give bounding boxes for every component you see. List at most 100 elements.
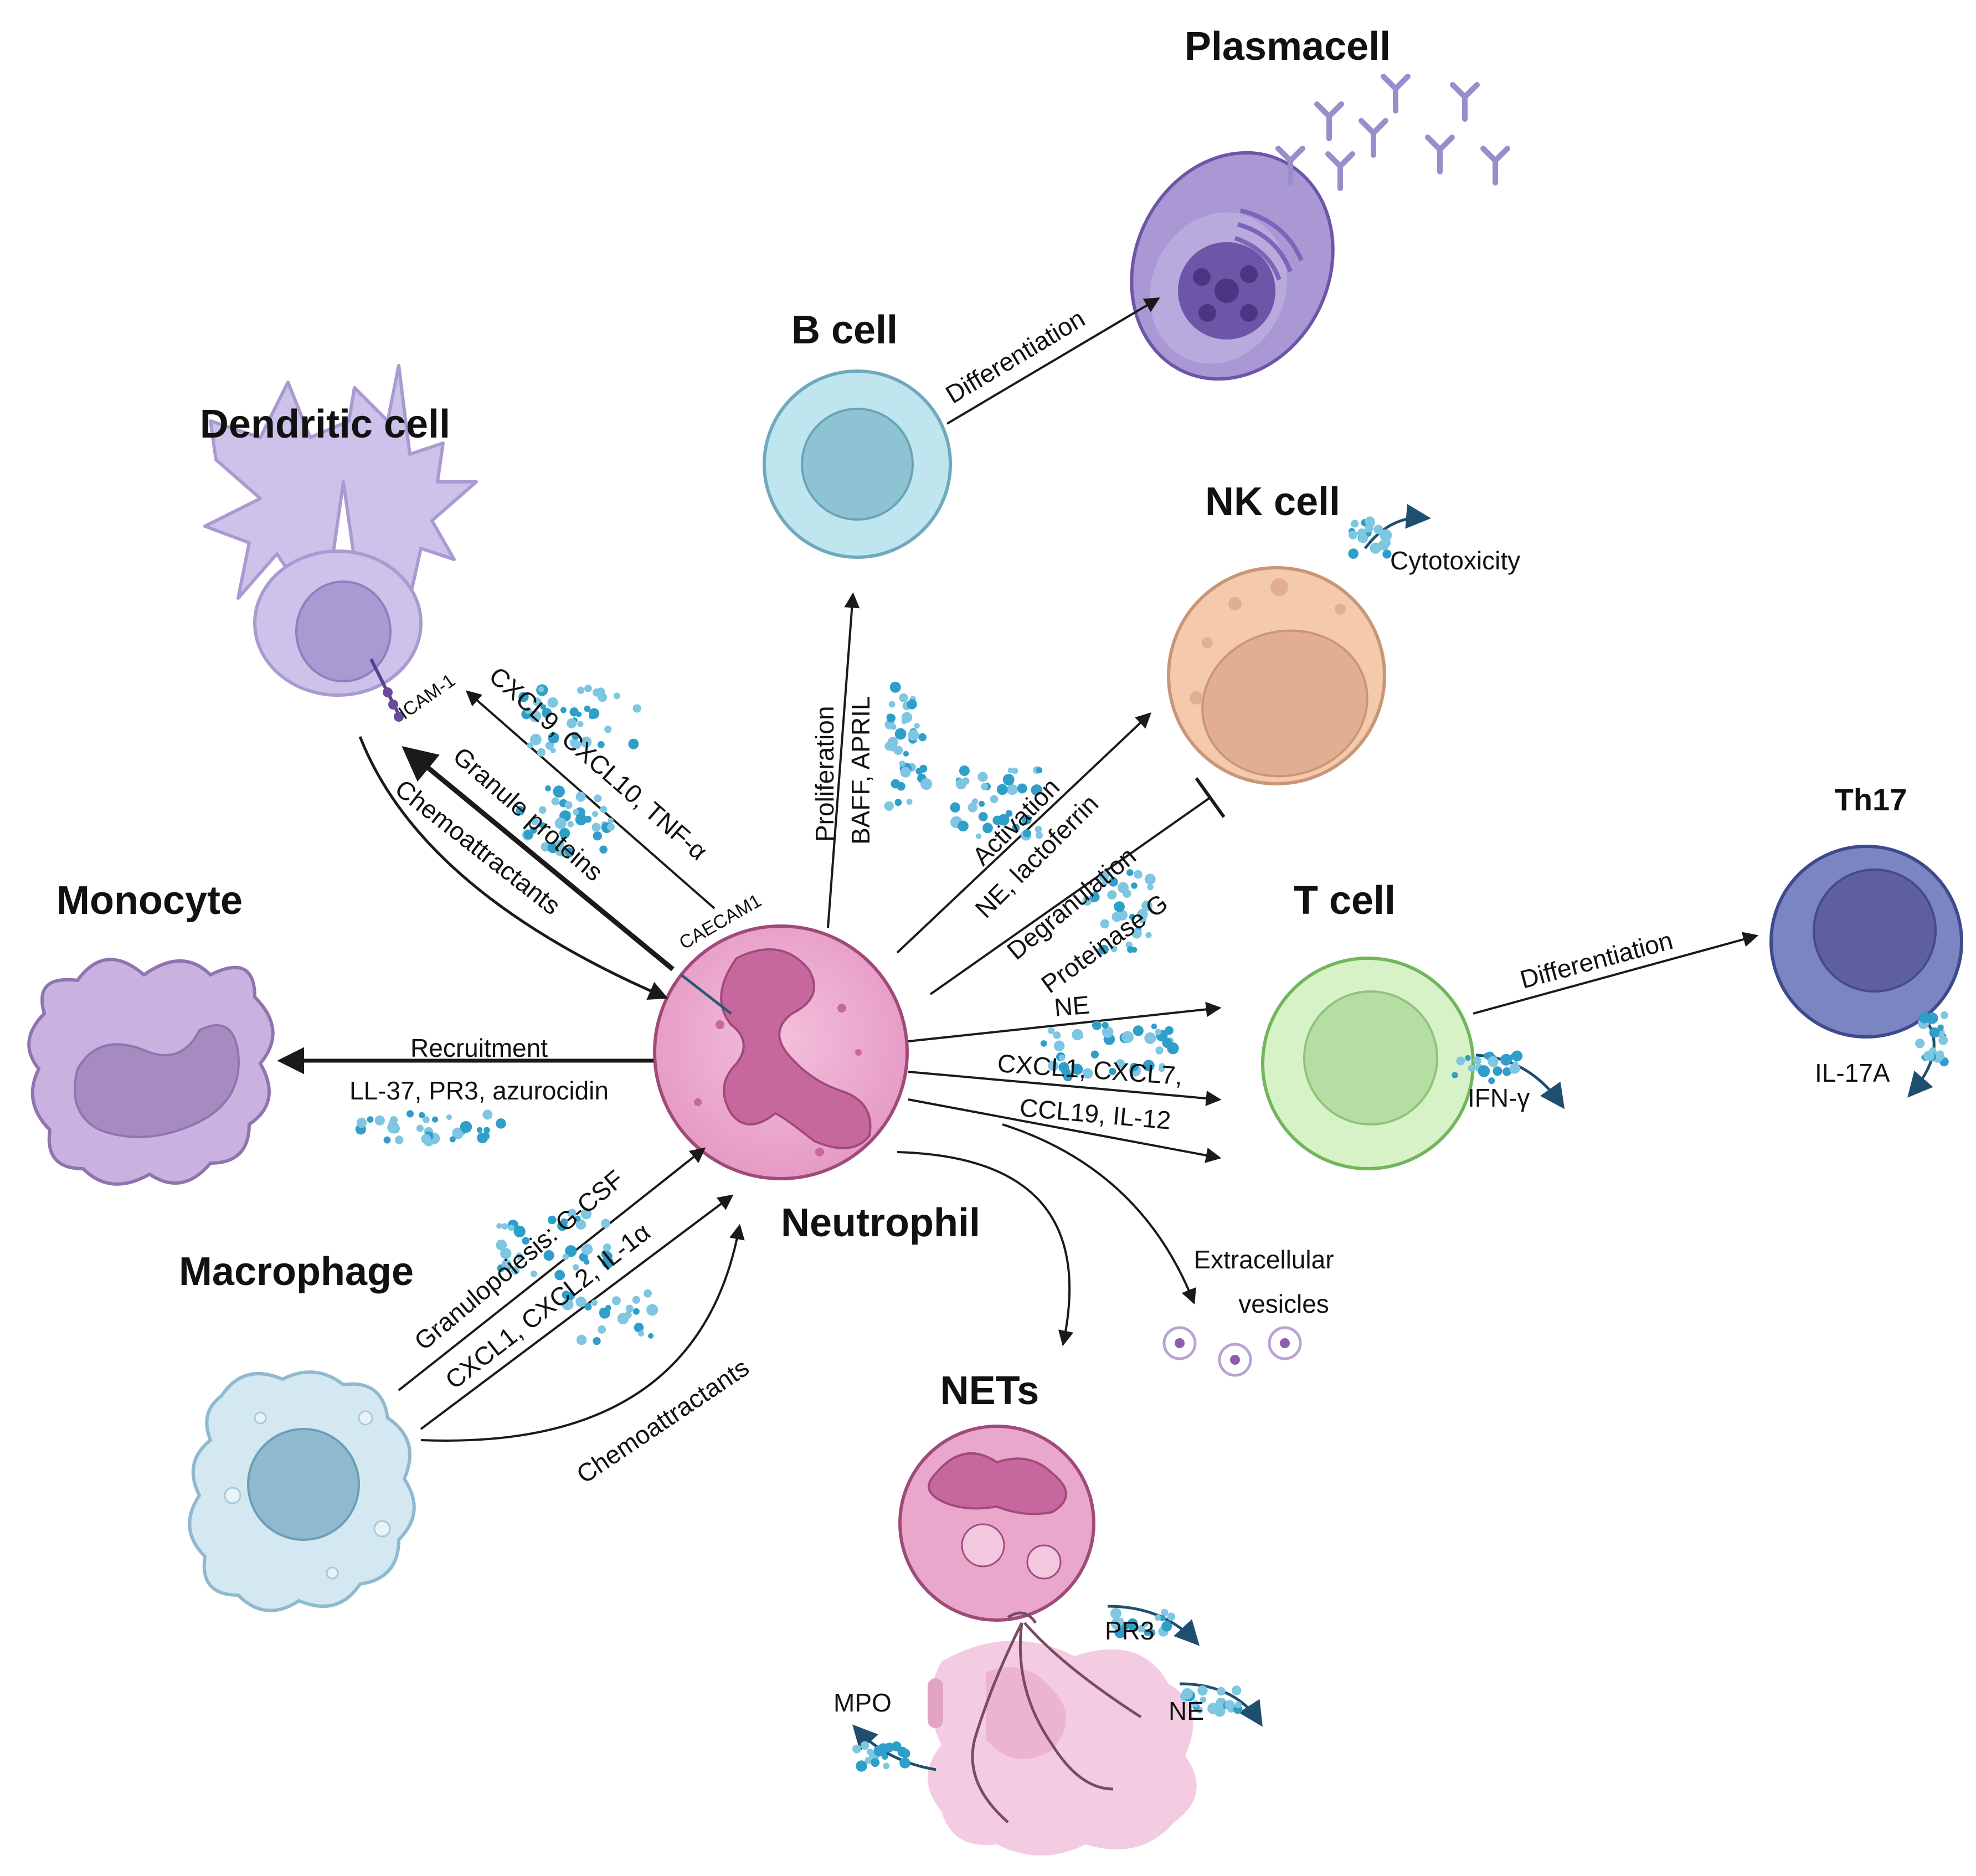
cytokine-dot bbox=[592, 811, 598, 817]
cytokine-dot bbox=[894, 799, 902, 806]
cytokine-dot bbox=[1092, 1020, 1102, 1030]
cytokine-dot bbox=[496, 1118, 506, 1129]
cytokine-dot bbox=[548, 732, 559, 744]
cytokine-dot bbox=[1048, 1060, 1059, 1071]
cytokine-dot bbox=[1130, 1062, 1139, 1072]
cytokine-dot bbox=[416, 1124, 424, 1132]
cytokine-dot bbox=[877, 1743, 889, 1755]
cytokine-dot bbox=[518, 692, 529, 702]
cytokine-dot bbox=[1923, 1050, 1934, 1062]
cytokine-dot bbox=[569, 707, 579, 717]
cytokine-dot bbox=[979, 800, 985, 807]
plasmacell-title: Plasmacell bbox=[1185, 24, 1391, 69]
cytokine-dot bbox=[584, 1259, 590, 1265]
cytokine-dot bbox=[920, 778, 933, 790]
cytokine-dot bbox=[576, 1334, 587, 1345]
cytokine-dot bbox=[611, 1296, 621, 1306]
cytokine-dot bbox=[356, 1117, 367, 1128]
cytokine-dot bbox=[1348, 548, 1358, 559]
label-tcell-factors-1: CXCL1, CXCL7, bbox=[996, 1048, 1183, 1090]
cytokine-dot bbox=[852, 1744, 861, 1754]
cytokine-dot bbox=[1509, 1063, 1520, 1074]
cytokine-dot bbox=[1011, 768, 1018, 774]
cytokine-dot bbox=[1155, 1029, 1162, 1035]
cytokine-dot bbox=[432, 1116, 439, 1123]
cytokine-dot bbox=[574, 1215, 581, 1222]
cytokine-dot bbox=[1116, 909, 1128, 921]
cytokine-dot bbox=[1107, 890, 1117, 900]
cytokine-dot bbox=[889, 681, 901, 693]
cytokine-dot bbox=[1072, 1029, 1083, 1041]
cytokine-dot bbox=[1126, 869, 1134, 876]
cytokine-dot bbox=[1040, 1040, 1047, 1047]
nets-title: NETs bbox=[940, 1369, 1040, 1413]
cytokine-dot bbox=[971, 799, 978, 805]
cytokine-dot bbox=[547, 842, 558, 854]
cytokine-dot bbox=[1456, 1056, 1465, 1066]
plasmacell-shape bbox=[1130, 151, 1335, 381]
cytokine-dot bbox=[888, 701, 896, 708]
cytokine-dot bbox=[883, 1762, 890, 1770]
cytokine-dot bbox=[575, 1219, 586, 1230]
cytokine-dot bbox=[1109, 1067, 1116, 1075]
cytokine-dot bbox=[1155, 1046, 1164, 1055]
cytokine-dot bbox=[1217, 1687, 1226, 1696]
cytokine-dot bbox=[1224, 1700, 1235, 1710]
cytokine-dot bbox=[460, 1121, 472, 1133]
cytokine-dot bbox=[1005, 810, 1013, 817]
cytokine-dot bbox=[1007, 784, 1018, 795]
cytokine-dot bbox=[367, 1116, 374, 1123]
cytokine-dot bbox=[603, 1243, 611, 1252]
nets-shape bbox=[898, 1425, 1197, 1856]
cytokine-dot bbox=[958, 820, 969, 832]
cytokine-dot bbox=[1129, 913, 1136, 920]
dendritic-cell-title: Dendritic cell bbox=[200, 402, 450, 446]
cytokine-dot bbox=[560, 1218, 568, 1226]
cytokine-dot bbox=[1110, 945, 1118, 953]
cytokine-dot bbox=[573, 809, 579, 815]
label-icam1: ICAM-1 bbox=[395, 670, 459, 723]
cytokine-dot bbox=[597, 741, 605, 748]
cytokine-dot bbox=[601, 1219, 611, 1229]
cytokine-dot bbox=[646, 1304, 658, 1316]
cytokine-dot bbox=[602, 1257, 614, 1268]
label-chemoattractants-dc: Chemoattractants bbox=[390, 774, 566, 921]
label-mpo: MPO bbox=[833, 1688, 892, 1717]
cytokine-dot bbox=[537, 748, 546, 757]
cytokine-dot bbox=[1365, 516, 1375, 527]
cytokine-dot bbox=[543, 1250, 554, 1261]
cytokine-dot bbox=[419, 1112, 425, 1118]
cytokine-dot bbox=[915, 768, 923, 775]
label-cytotoxicity: Cytotoxicity bbox=[1390, 546, 1520, 575]
cytokine-dot bbox=[548, 1215, 557, 1225]
cytokine-dot bbox=[567, 718, 577, 728]
cytokine-dot bbox=[1382, 549, 1392, 559]
cytokine-dot bbox=[1452, 1072, 1458, 1078]
cytokine-dot bbox=[542, 708, 552, 718]
cytokine-dot bbox=[887, 713, 896, 723]
cytokine-dot bbox=[899, 693, 908, 702]
cytokine-dot bbox=[527, 742, 533, 749]
cytokine-dot bbox=[1181, 1688, 1193, 1699]
cytokine-dot bbox=[575, 1296, 586, 1308]
cytokine-dot bbox=[981, 783, 989, 790]
cytokine-dot bbox=[496, 1239, 507, 1251]
b-cell-shape bbox=[763, 369, 952, 559]
cytokine-dot bbox=[446, 1114, 452, 1121]
cytokine-dot bbox=[996, 784, 1008, 795]
cytokine-dot bbox=[559, 828, 570, 839]
cytokine-dot bbox=[584, 1303, 592, 1310]
cytokine-dot bbox=[564, 801, 573, 809]
cytokine-dot bbox=[871, 1758, 880, 1767]
cytokine-dot bbox=[1099, 871, 1110, 882]
cytokine-dot bbox=[1053, 1031, 1061, 1039]
cytokine-dot bbox=[500, 1248, 512, 1260]
cytokine-dot bbox=[511, 1266, 520, 1275]
cytokine-dot bbox=[982, 823, 993, 834]
cytokine-dot bbox=[516, 806, 524, 814]
cytokine-dot bbox=[1929, 1027, 1940, 1038]
cytokine-dot bbox=[884, 801, 894, 811]
label-extracellular-2: vesicles bbox=[1238, 1289, 1329, 1318]
cytokine-dot bbox=[976, 833, 982, 839]
